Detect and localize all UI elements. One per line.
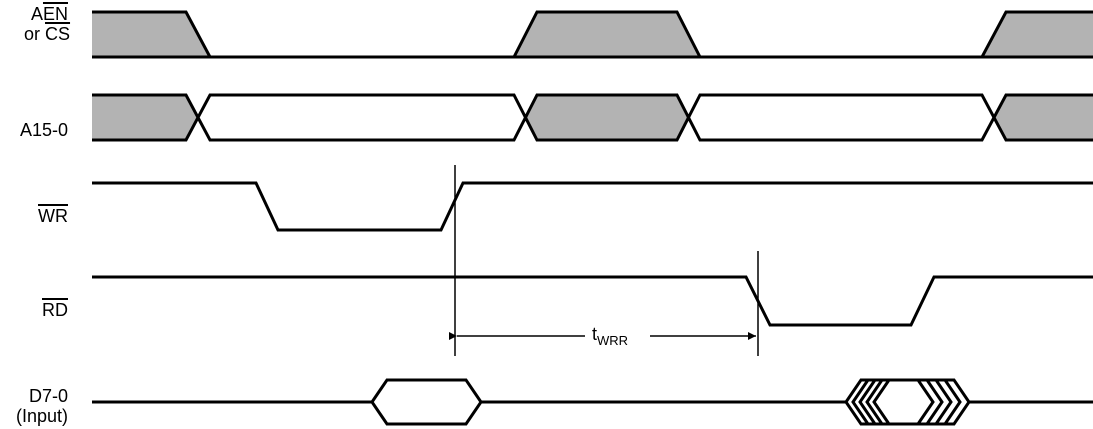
aen-cs-label: AEN or CS <box>24 4 71 44</box>
address-text: A15-0 <box>19 120 68 140</box>
addr-shade-3 <box>994 95 1093 140</box>
or-prefix: or <box>24 24 46 44</box>
aen-prefix: A <box>30 4 43 24</box>
address-waveform <box>92 93 1093 142</box>
aen-pulse-3 <box>982 12 1093 57</box>
addr-shade-1 <box>92 95 198 140</box>
aen-pulse-2 <box>514 12 700 57</box>
rd-text: RD <box>42 300 68 320</box>
data-window-4 <box>865 378 962 426</box>
twrr-label: tWRR <box>592 324 628 348</box>
rd-label: RD <box>20 300 68 320</box>
data-line2: (Input) <box>15 406 68 426</box>
cs-bar: CS <box>45 24 71 44</box>
address-label: A15-0 <box>6 120 68 140</box>
rd-waveform <box>92 275 1093 327</box>
data-waveform <box>92 378 1093 426</box>
wr-waveform <box>92 181 1093 232</box>
wr-label: WR <box>20 206 68 226</box>
data-window-3 <box>858 378 953 426</box>
aen-cs-waveform <box>92 10 1093 59</box>
aen-bar: EN <box>42 4 68 24</box>
data-label: D7-0 (Input) <box>4 386 68 426</box>
data-window-2 <box>851 378 944 426</box>
addr-shade-2 <box>525 95 689 140</box>
addr-bottom <box>92 93 1093 142</box>
data-line1: D7-0 <box>28 386 68 406</box>
aen-pulse-1 <box>92 12 210 57</box>
data-valid-window <box>370 378 483 426</box>
wr-text: WR <box>38 206 68 226</box>
aen-trace <box>92 10 1093 59</box>
